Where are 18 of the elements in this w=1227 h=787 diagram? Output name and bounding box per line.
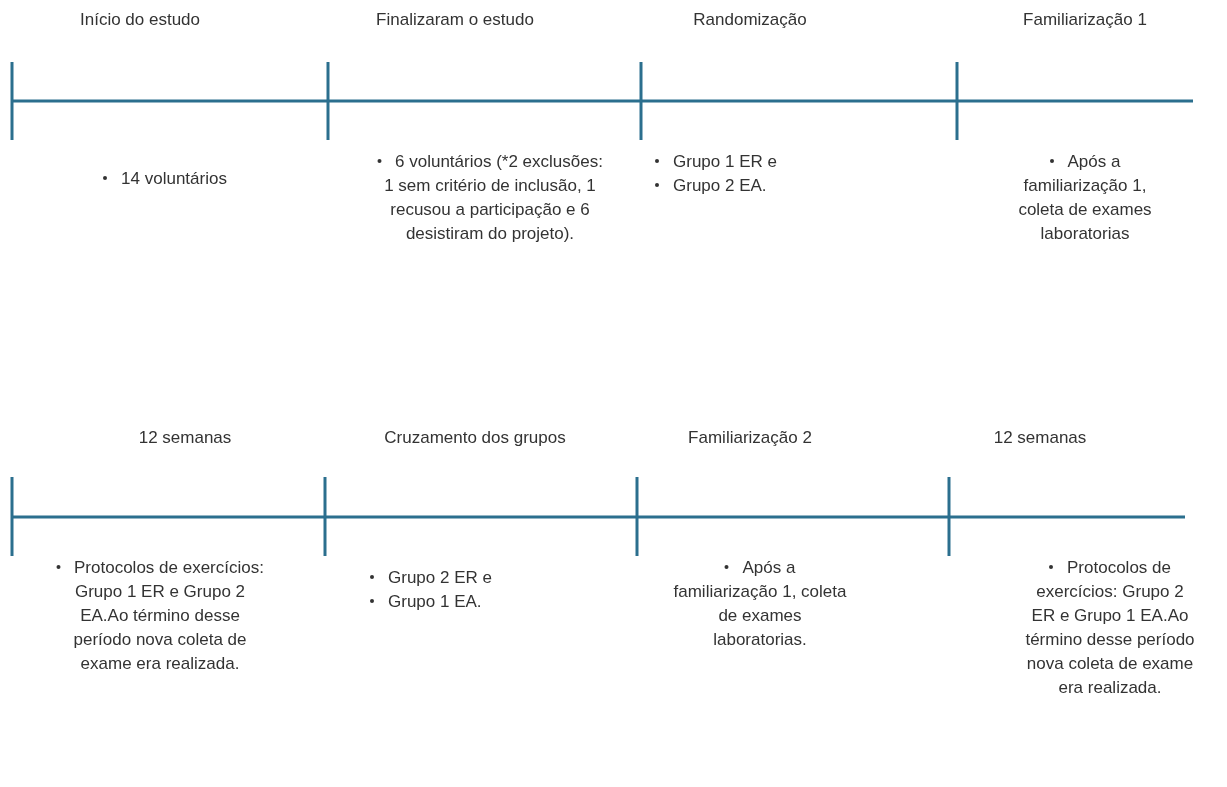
bullet-text: Protocolos de exercícios: Grupo 1 ER e Grupo 2 EA.Ao término desse período nova coleta de exame era realizada. [52,556,268,676]
bullet-text: Após a familiarização 1, coleta de exames laboratorias [1000,150,1170,246]
bullet-text: Protocolos de exercícios: Grupo 2 ER e Grupo 1 EA.Ao término desse período nova coleta de exame era realizada. [1025,556,1195,700]
bullet-text: Grupo 1 ER e [655,150,777,174]
bullet-text: Grupo 2 EA. [655,174,767,198]
stage-heading: Familiarização 2 [688,428,812,448]
stage-heading: Cruzamento dos grupos [384,428,566,448]
stage-heading: Randomização [693,10,807,30]
stage-heading: 12 semanas [993,428,1087,448]
stage-heading: Início do estudo [80,10,200,30]
stage-heading: Finalizaram o estudo [376,10,534,30]
stage-heading: Familiarização 1 [1023,10,1147,30]
stage-heading: 12 semanas [138,428,232,448]
bullet-text: Após a familiarização 1, coleta de exames laboratorias. [672,556,848,652]
bullet-text: 14 voluntários [65,167,265,191]
bullet-text: Grupo 2 ER e [370,566,492,590]
bullet-text: Grupo 1 EA. [370,590,482,614]
bullet-text: 6 voluntários (*2 exclusões: 1 sem critério de inclusão, 1 recusou a participação e 6 desistiram do projeto). [372,150,608,246]
